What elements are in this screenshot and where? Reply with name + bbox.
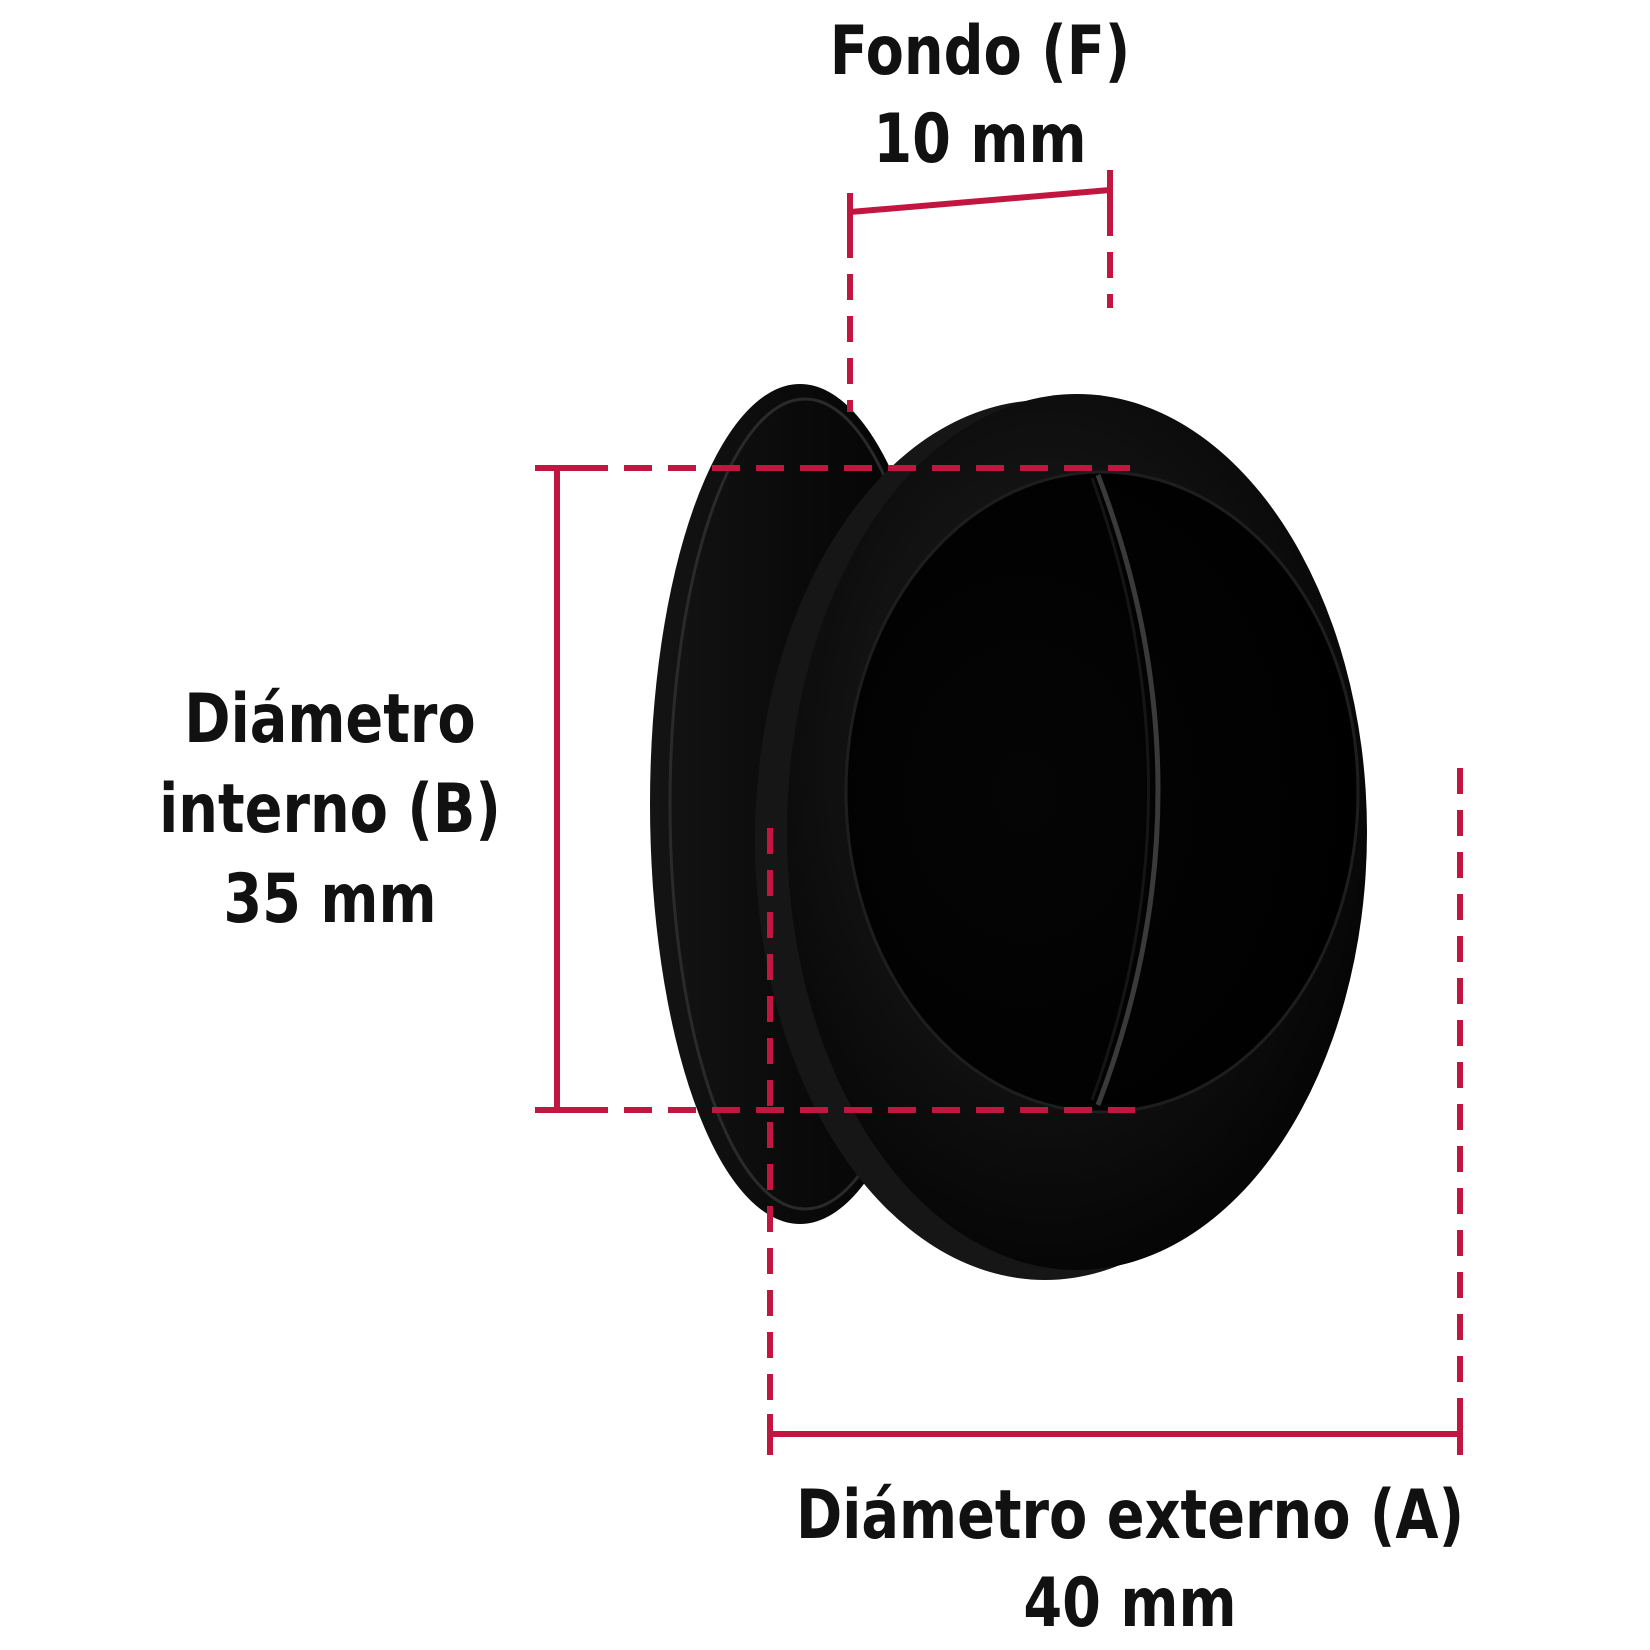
inner-diameter-title-line2: interno (B)	[159, 770, 501, 849]
dimension-outer-diameter	[767, 768, 1463, 1455]
dimension-line-f	[849, 187, 1111, 215]
outer-diameter-title: Diámetro externo (A)	[795, 1476, 1465, 1555]
inner-diameter-value: 35 mm	[223, 860, 437, 939]
depth-value: 10 mm	[873, 100, 1087, 179]
inner-diameter-title-line1: Diámetro	[184, 680, 476, 759]
recessed-pull-handle-icon	[650, 384, 1367, 1280]
cup-opening	[844, 470, 1360, 1114]
outer-diameter-label: Diámetro externo (A) 40 mm	[777, 1482, 1482, 1638]
dimension-inner-diameter	[535, 465, 1135, 1113]
cup-inner-shadow-line	[1090, 477, 1150, 1101]
dimension-depth	[847, 170, 1113, 412]
inner-diameter-label: Diámetro interno (B) 35 mm	[158, 686, 502, 934]
cup-inner-highlight	[1095, 474, 1161, 1106]
depth-title: Fondo (F)	[829, 12, 1131, 91]
depth-label: Fondo (F) 10 mm	[808, 18, 1152, 174]
outer-diameter-value: 40 mm	[1023, 1564, 1237, 1643]
